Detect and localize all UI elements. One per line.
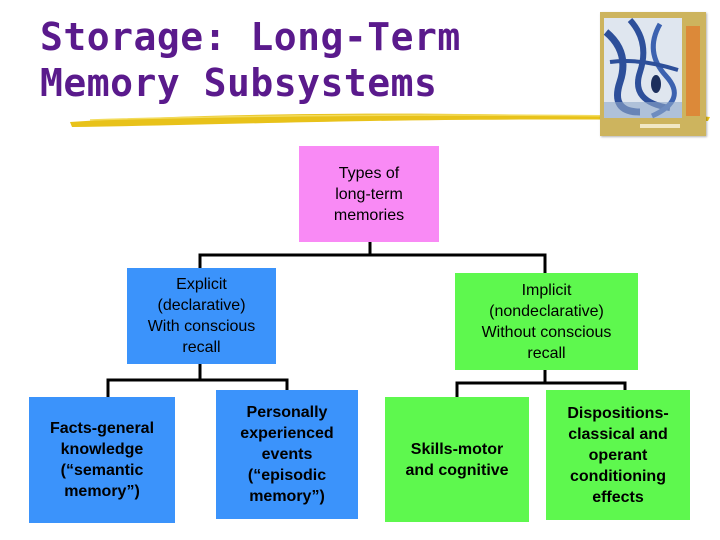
node-label: Implicit (nondeclarative) Without consci… <box>481 281 612 362</box>
node-episodic-memory: Personally experienced events (“episodic… <box>216 390 358 519</box>
node-types-of-long-term-memories: Types of long-term memories <box>299 146 439 242</box>
node-label: Dispositions- classical and operant cond… <box>567 404 669 506</box>
textbook-cover-image <box>600 12 706 136</box>
node-label: Skills-motor and cognitive <box>405 440 509 479</box>
node-dispositions-conditioning: Dispositions- classical and operant cond… <box>546 390 690 520</box>
node-label: Personally experienced events (“episodic… <box>240 404 334 505</box>
node-semantic-memory: Facts-general knowledge (“semantic memor… <box>29 397 175 523</box>
slide-title: Storage: Long-Term Memory Subsystems <box>40 14 461 106</box>
title-underline-brushstroke <box>70 113 710 127</box>
node-label: Facts-general knowledge (“semantic memor… <box>49 420 155 500</box>
node-implicit-nondeclarative: Implicit (nondeclarative) Without consci… <box>455 273 638 370</box>
node-label: Types of long-term memories <box>333 164 405 224</box>
node-explicit-declarative: Explicit (declarative) With conscious re… <box>127 268 276 364</box>
slide-title-line-2: Memory Subsystems <box>40 61 438 105</box>
node-skills-motor-cognitive: Skills-motor and cognitive <box>385 397 529 522</box>
node-label: Explicit (declarative) With conscious re… <box>147 276 256 356</box>
slide-title-line-1: Storage: Long-Term <box>40 15 461 59</box>
